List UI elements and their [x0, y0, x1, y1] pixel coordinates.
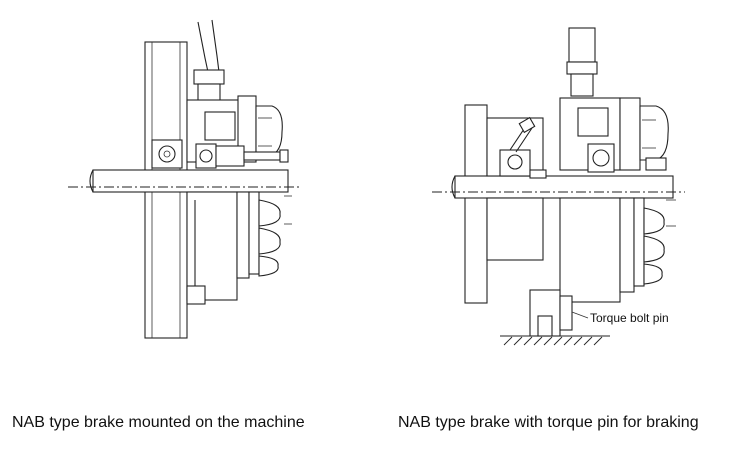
right-fin-3 [643, 263, 663, 285]
right-brake-drawing: Torque bolt pin [432, 27, 685, 346]
left-bearing [151, 139, 183, 169]
right-fin-1 [643, 207, 665, 235]
ground-hatch [503, 336, 603, 346]
cable-connector [193, 69, 225, 85]
cable [197, 21, 209, 73]
left-fin-1 [258, 199, 281, 227]
left-bolt [243, 151, 281, 161]
right-shaft [454, 175, 674, 199]
right-bearing [587, 143, 615, 173]
left-fin-2 [258, 227, 281, 255]
left-foot [186, 285, 206, 305]
left-shaft [92, 169, 289, 193]
right-figure-caption: NAB type brake with torque pin for braki… [398, 414, 699, 431]
right-fin-2 [643, 235, 665, 263]
left-armature-cover [255, 105, 283, 157]
right-lower-housing [559, 197, 621, 303]
left-brake-drawing [68, 19, 300, 339]
callout-leader [571, 311, 589, 319]
right-machine-frame [464, 104, 488, 304]
torque-bolt-pin-label: Torque bolt pin [590, 311, 669, 325]
left-fin-3 [258, 255, 279, 277]
torque-bolt-pin [559, 295, 573, 331]
right-connector [568, 27, 596, 63]
right-armature-cover [639, 105, 669, 161]
left-figure-caption: NAB type brake mounted on the machine [12, 414, 305, 431]
